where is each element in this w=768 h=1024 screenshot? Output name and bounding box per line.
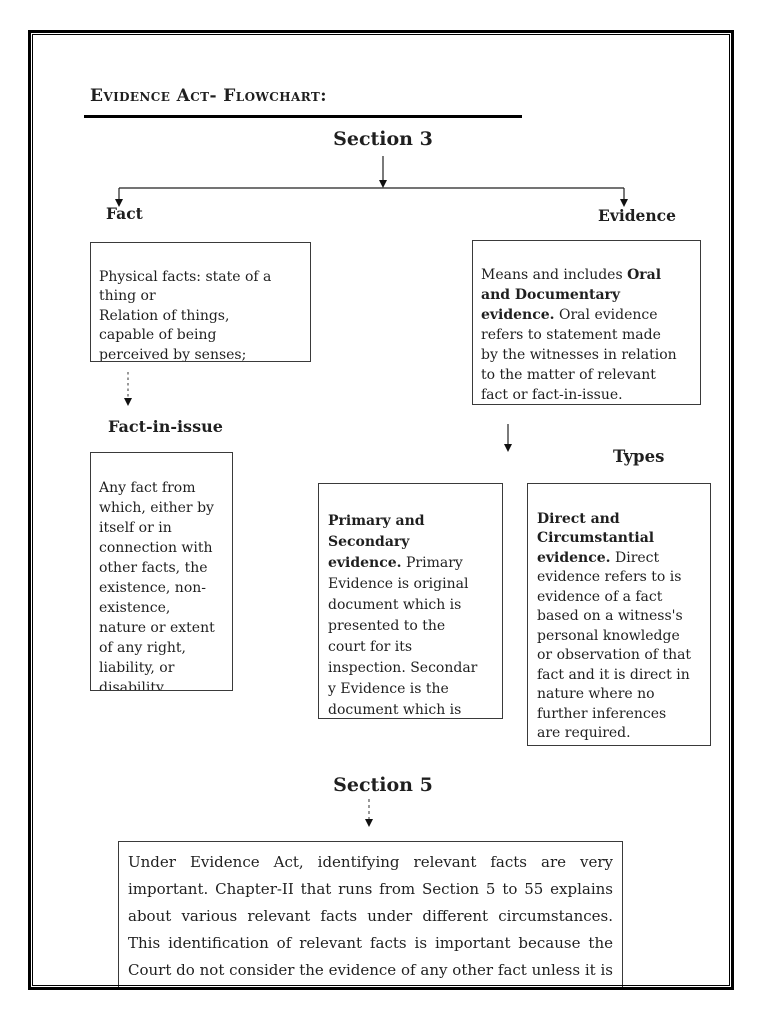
section5-box: Under Evidence Act, identifying relevant… — [118, 841, 623, 989]
evidence-box-bold: Oral and Documentary evidence. — [481, 267, 662, 323]
arrow-down-evidence-icon — [620, 188, 628, 207]
primary-box-body: Primary Evidence is original document wh… — [328, 555, 478, 718]
direct-box-bold: Direct and Circumstantial evidence. — [537, 510, 655, 566]
direct-box-body: Direct evidence refers to is evidence of… — [537, 549, 692, 746]
types-label: Types — [613, 447, 665, 466]
primary-box-bold: Primary and Secondary evidence. — [328, 513, 425, 571]
fact-in-issue-label: Fact-in-issue — [108, 417, 223, 436]
arrow-down-fact-in-issue-icon — [124, 372, 132, 406]
evidence-box: Means and includes Oral and Documentary … — [472, 240, 701, 405]
evidence-box-body: Oral evidence refers to statement made b… — [481, 307, 677, 403]
fact-in-issue-box: Any fact from which, either by itself or… — [90, 452, 233, 691]
section5-heading: Section 5 — [333, 774, 433, 796]
fact-box: Physical facts: state of a thing or Rela… — [90, 242, 311, 362]
page-title: Evidence Act- Flowchart: — [90, 86, 327, 106]
section3-heading: Section 3 — [333, 128, 433, 150]
evidence-box-prefix: Means and includes — [481, 267, 628, 283]
fact-label: Fact — [106, 204, 143, 223]
fact-box-text: Physical facts: state of a thing or Rela… — [99, 268, 272, 362]
fact-in-issue-box-text: Any fact from which, either by itself or… — [99, 480, 215, 691]
direct-circumstantial-evidence-box: Direct and Circumstantial evidence. Dire… — [527, 483, 711, 746]
evidence-label: Evidence — [598, 206, 676, 225]
arrow-down-section5-icon — [365, 799, 373, 827]
arrow-down-section3-icon — [379, 156, 387, 188]
section5-box-text: Under Evidence Act, identifying relevant… — [128, 853, 613, 979]
title-underline — [84, 115, 522, 118]
arrow-down-types-icon — [504, 424, 512, 452]
primary-secondary-evidence-box: Primary and Secondary evidence. Primary … — [318, 483, 503, 719]
